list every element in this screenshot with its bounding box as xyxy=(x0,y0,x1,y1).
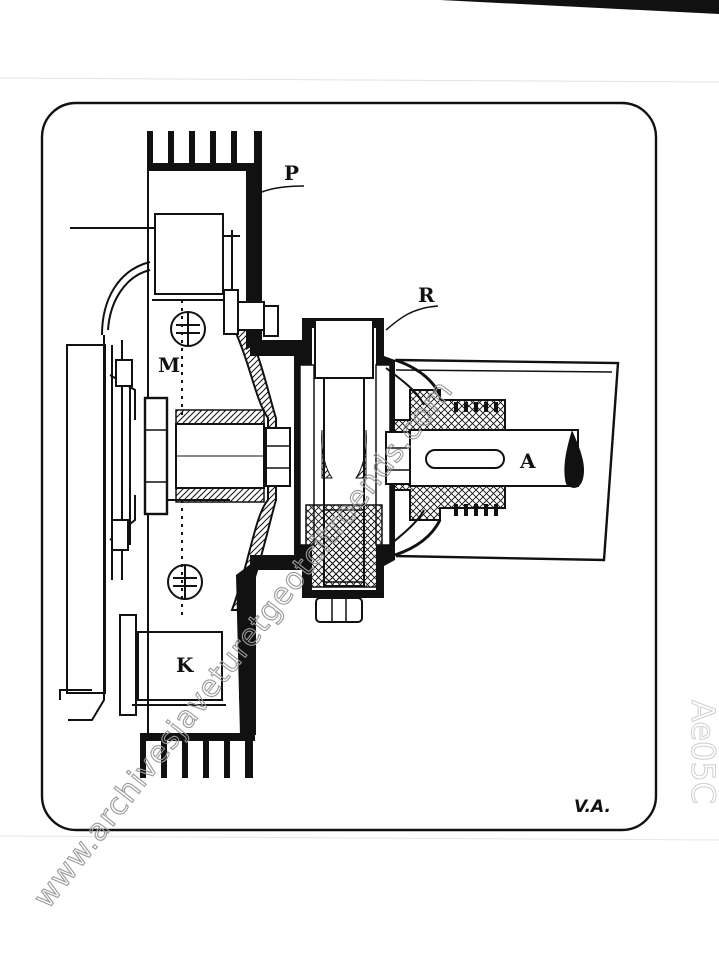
edge-mark: Ae05C xyxy=(684,700,719,804)
artist-signature: V.A. xyxy=(574,797,611,817)
label-R: R xyxy=(418,283,435,307)
block-K xyxy=(132,631,226,706)
label-M: M xyxy=(158,353,180,377)
scan-line xyxy=(0,835,719,841)
regulator-R xyxy=(250,318,395,623)
scan-line xyxy=(0,77,719,83)
drawing-frame xyxy=(40,101,658,832)
label-A: A xyxy=(519,449,536,473)
label-P: P xyxy=(284,161,299,185)
leader-lines xyxy=(261,185,439,331)
scan-edge-shadow xyxy=(440,0,719,14)
label-K: K xyxy=(176,653,194,677)
hub-section xyxy=(109,289,291,611)
shaft-housing-A xyxy=(385,358,620,562)
